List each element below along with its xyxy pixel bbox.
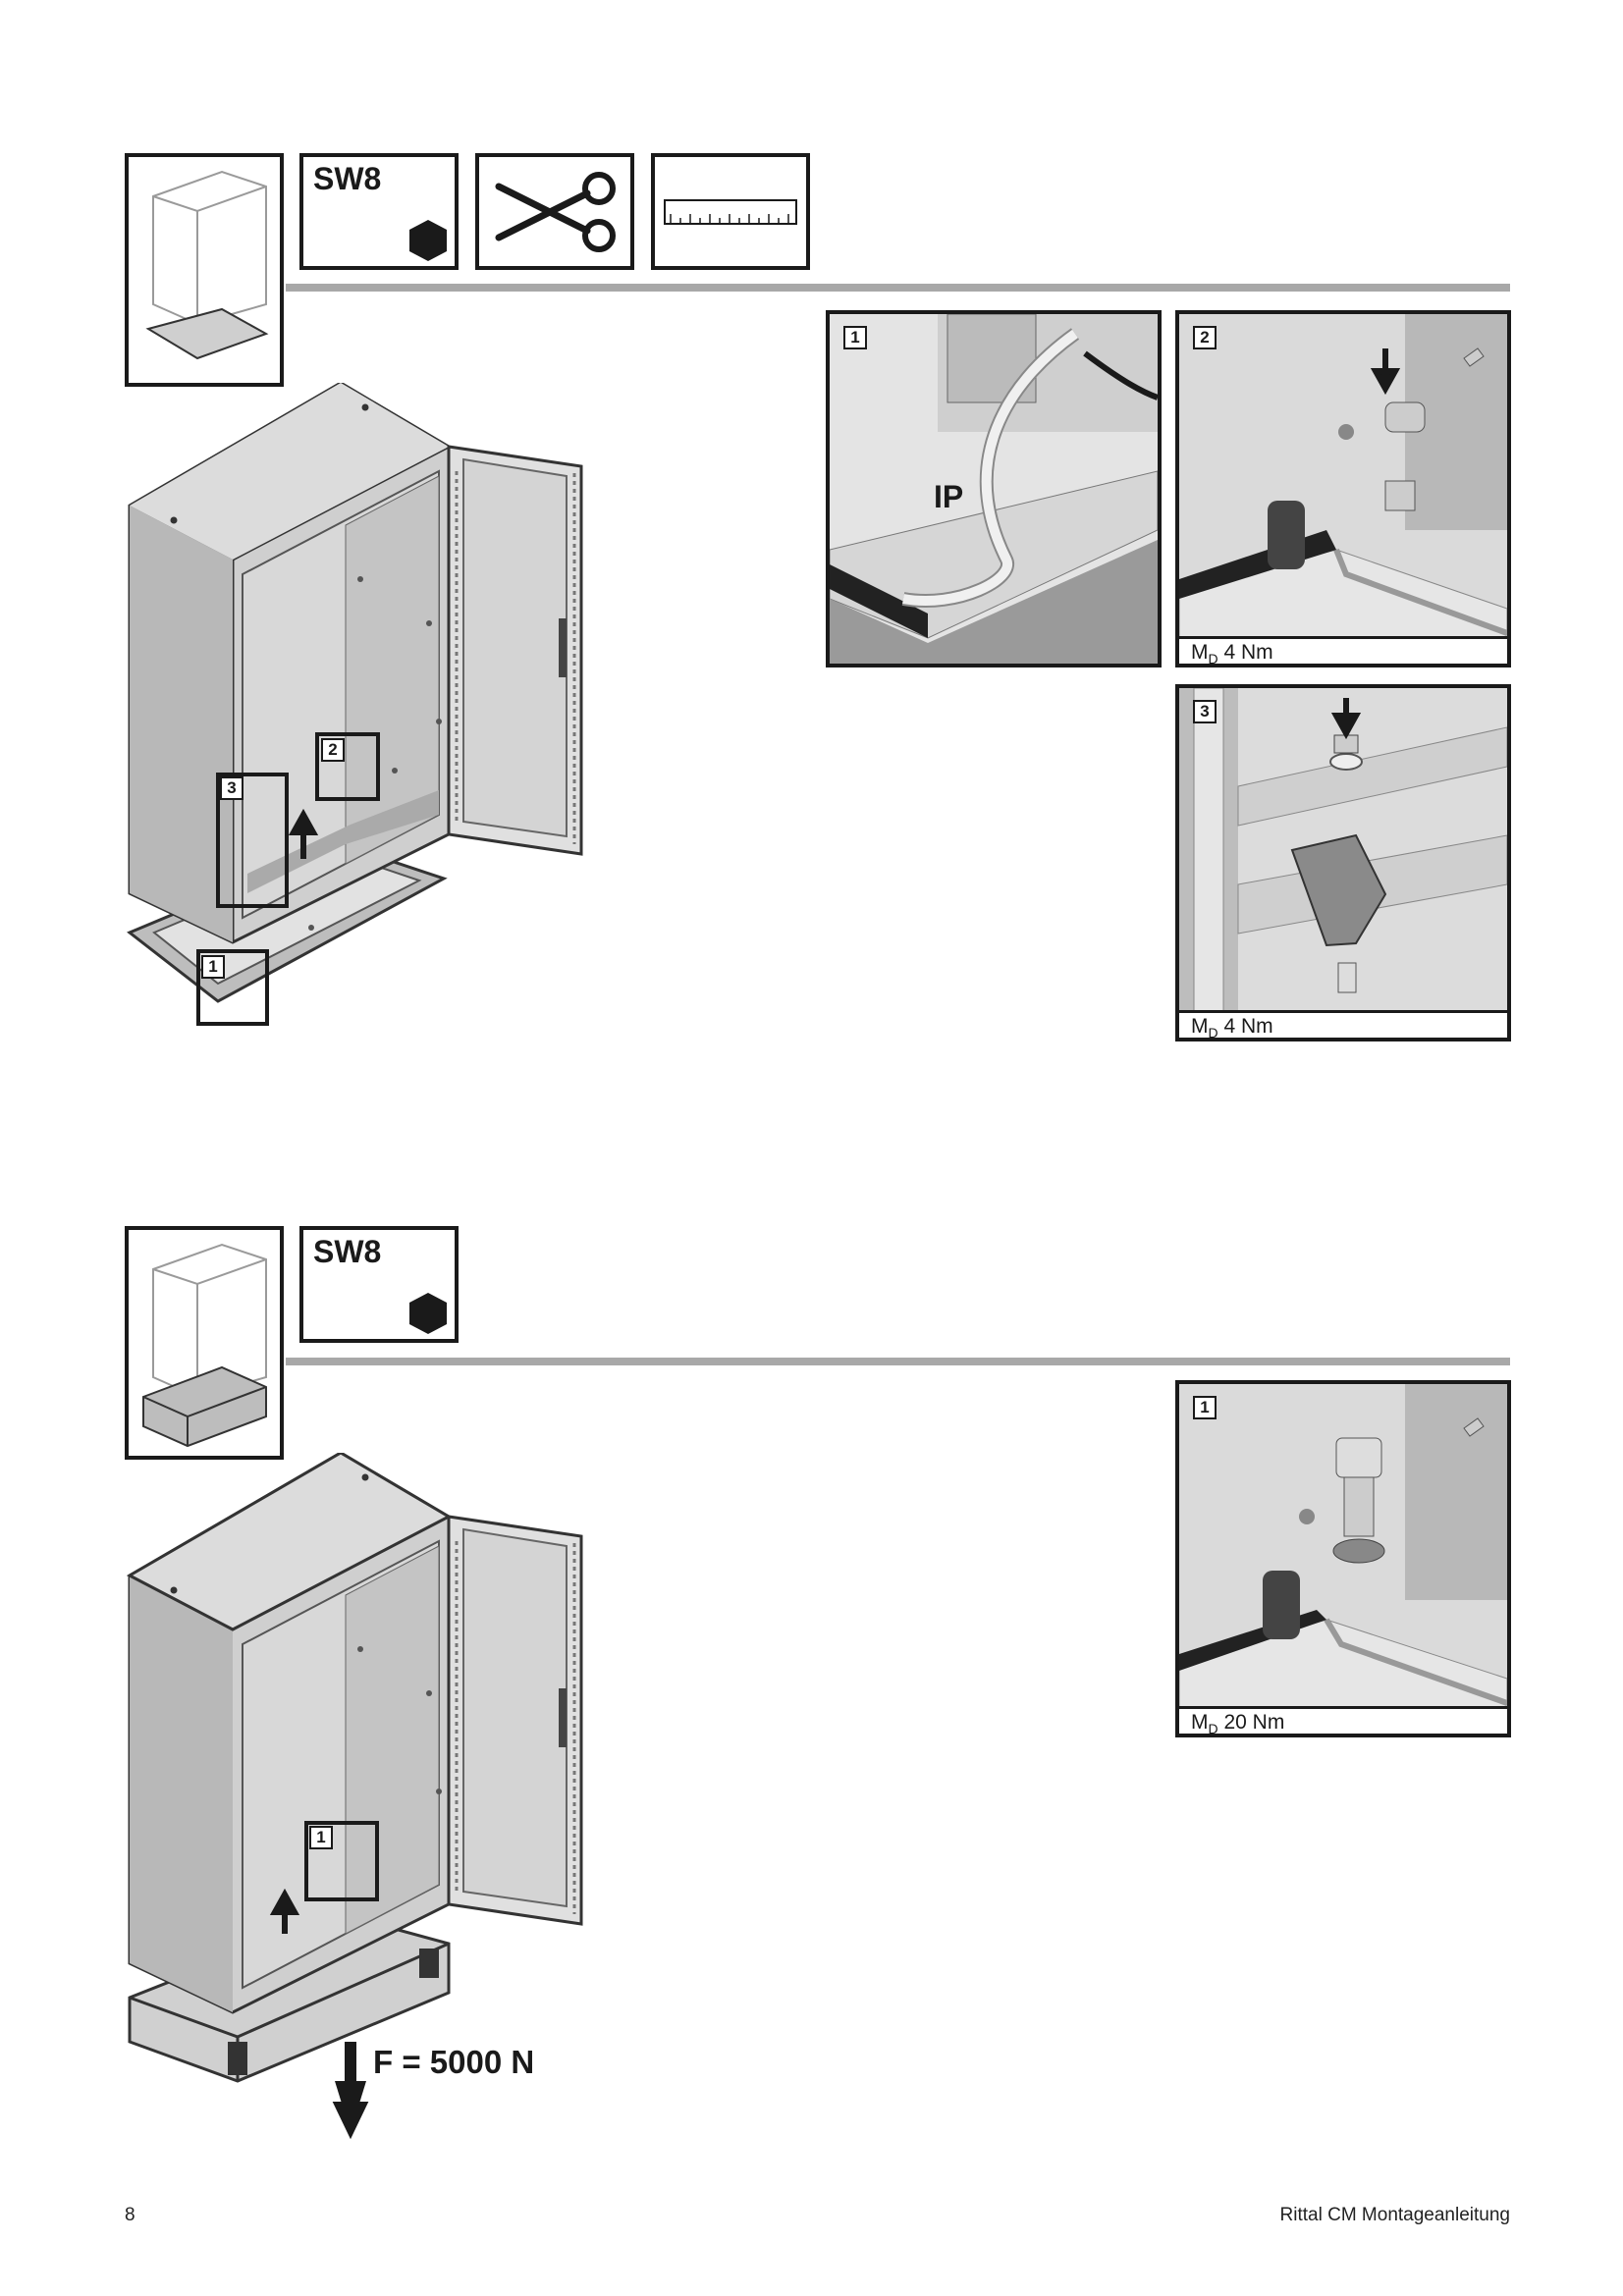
detail-3-torque: MD 4 Nm xyxy=(1179,1010,1507,1038)
ip-label: IP xyxy=(934,479,964,514)
detail-1-num: 1 xyxy=(843,326,867,349)
detail-1b-torque: MD 20 Nm xyxy=(1179,1706,1507,1734)
enclosure-illustration-1: 2 3 1 xyxy=(125,383,753,1031)
section1-divider xyxy=(286,284,1510,292)
callout-3: 3 xyxy=(220,776,243,800)
step-icon-enclosure-plinth xyxy=(125,1226,284,1460)
tool-ruler xyxy=(651,153,810,270)
detail-1b-num: 1 xyxy=(1193,1396,1217,1419)
detail-3-clamp: 3 MD 4 Nm xyxy=(1175,684,1511,1041)
detail-2-nut: 2 MD 4 Nm xyxy=(1175,310,1511,667)
tool-sw8-hex-key-2: SW8 xyxy=(299,1226,459,1343)
step-icon-enclosure-base xyxy=(125,153,284,387)
section2-divider xyxy=(286,1358,1510,1365)
page-number: 8 xyxy=(125,2205,135,2225)
detail-1-bolt: 1 MD 20 Nm xyxy=(1175,1380,1511,1737)
detail-1-ip-seal: 1 IP xyxy=(826,310,1162,667)
hex-nut-icon xyxy=(409,220,447,261)
tool-sw8-label: SW8 xyxy=(313,161,382,196)
callout-2: 2 xyxy=(321,738,345,762)
detail-2-torque: MD 4 Nm xyxy=(1179,636,1507,664)
tool-scissors xyxy=(475,153,634,270)
tool-sw8-hex-key: SW8 xyxy=(299,153,459,270)
callout-1b: 1 xyxy=(309,1826,333,1849)
enclosure-illustration-2: 1 F = 5000 N xyxy=(125,1453,753,2140)
callout-1: 1 xyxy=(201,955,225,979)
detail-2-num: 2 xyxy=(1193,326,1217,349)
hex-nut-icon xyxy=(409,1293,447,1334)
callout-frame-2 xyxy=(315,732,380,801)
callout-frame-1 xyxy=(196,949,269,1026)
tool-sw8-label-2: SW8 xyxy=(313,1234,382,1269)
footer-title: Rittal CM Montageanleitung xyxy=(1279,2205,1510,2225)
callout-frame-3 xyxy=(216,773,289,908)
scissors-icon xyxy=(495,172,616,252)
force-label: F = 5000 N xyxy=(373,2044,535,2080)
detail-3-num: 3 xyxy=(1193,700,1217,723)
ruler-icon xyxy=(664,199,797,225)
callout-frame-1b xyxy=(304,1821,379,1901)
